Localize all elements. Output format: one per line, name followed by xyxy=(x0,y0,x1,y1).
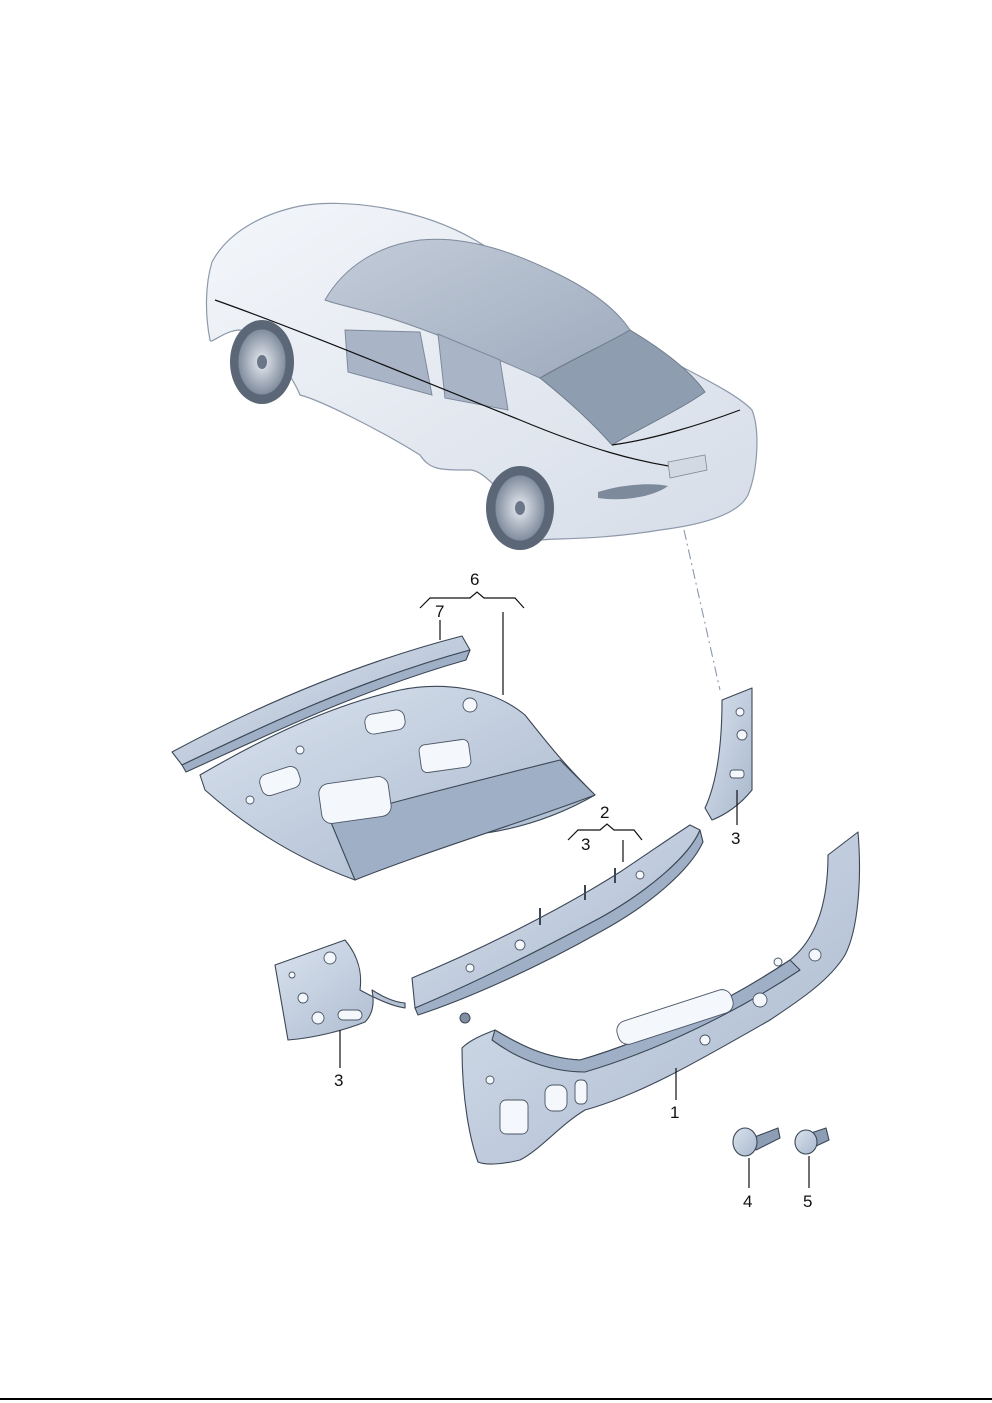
callout-2: 2 xyxy=(600,803,609,822)
part-7-cross-member xyxy=(171,635,471,773)
part-1-rear-panel xyxy=(461,831,861,1165)
footer-rule xyxy=(0,1398,992,1400)
callout-3-bracket: 3 xyxy=(581,835,590,854)
car-shoulder-line xyxy=(214,299,701,471)
part-5-stud xyxy=(794,1127,830,1155)
part-4-bolt xyxy=(732,1127,781,1157)
callout-3-upper-right: 3 xyxy=(731,829,740,848)
part-3-lower-left-bracket xyxy=(274,939,406,1041)
callout-7: 7 xyxy=(435,602,444,621)
callout-labels: 6 7 3 2 3 3 1 4 5 xyxy=(334,570,812,1211)
car-trunk-line xyxy=(611,409,741,446)
car-rear-wheel xyxy=(486,466,554,550)
car-license-plate xyxy=(667,454,708,479)
callout-6: 6 xyxy=(470,570,479,589)
callout-5: 5 xyxy=(803,1192,812,1211)
car-side-window-rear xyxy=(437,333,509,411)
callout-3-lower-left: 3 xyxy=(334,1071,343,1090)
sedan-vehicle-illustration xyxy=(205,202,758,550)
callout-1: 1 xyxy=(670,1103,679,1122)
callout-4: 4 xyxy=(743,1192,752,1211)
reference-line xyxy=(683,529,721,691)
part-3-upper-right-bracket xyxy=(704,687,753,821)
car-tail-light xyxy=(598,484,668,500)
car-front-wheel xyxy=(230,320,294,404)
leader-lines xyxy=(339,591,810,1188)
part-6-rear-floor-panel xyxy=(199,685,596,881)
car-side-window-front xyxy=(344,329,433,396)
part-2-rear-cross-member xyxy=(411,824,704,1024)
car-rear-window xyxy=(539,329,706,446)
